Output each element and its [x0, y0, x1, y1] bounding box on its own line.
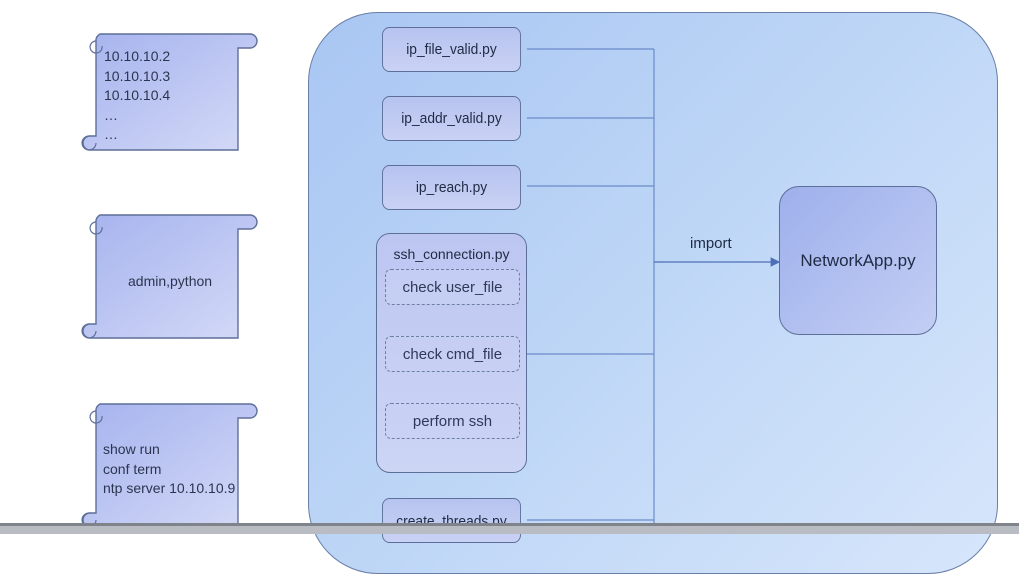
ip-line: 10.10.10.3 [104, 67, 171, 84]
step-label: perform ssh [412, 412, 493, 430]
ip-line: 10.10.10.4 [104, 87, 171, 103]
module-ip-reach: ip_reach.py [382, 165, 521, 210]
step-check-cmd-file: check cmd_file [385, 336, 520, 372]
scroll-shape [81, 33, 258, 151]
cmd-line: ntp server 10.10.10.9 [103, 480, 236, 496]
cmd-file-scroll: show run conf term ntp server 10.10.10.9 [80, 401, 258, 531]
connector-lines [527, 48, 781, 523]
module-label: ip_reach.py [415, 179, 488, 196]
module-label: ip_addr_valid.py [401, 110, 502, 127]
ip-list-scroll: 10.10.10.2 10.10.10.3 10.10.10.4 … … [80, 26, 258, 154]
module-ssh-connection: ssh_connection.py check user_file check … [376, 233, 527, 473]
bottom-scrollbar[interactable] [0, 523, 1019, 534]
step-label: check cmd_file [402, 345, 503, 363]
cmd-line: show run [103, 441, 160, 457]
ip-line: … [104, 106, 118, 123]
module-label: ip_file_valid.py [406, 41, 497, 58]
step-check-user-file: check user_file [385, 269, 520, 305]
module-ip-addr-valid: ip_addr_valid.py [382, 96, 521, 141]
network-app-label: NetworkApp.py [800, 250, 916, 270]
scroll-shape [81, 214, 258, 339]
import-label: import [690, 235, 732, 252]
ssh-connection-title: ssh_connection.py [393, 246, 510, 262]
ip-line: … [104, 126, 118, 142]
module-ip-file-valid: ip_file_valid.py [382, 27, 521, 72]
user-line: admin,python [128, 273, 213, 289]
step-label: check user_file [402, 278, 503, 296]
cmd-line: conf term [103, 460, 162, 477]
module-create-threads: create_threads.py [382, 498, 521, 543]
step-perform-ssh: perform ssh [385, 403, 520, 439]
ip-line: 10.10.10.2 [104, 48, 171, 64]
user-file-scroll: admin,python [80, 212, 258, 342]
network-app-box: NetworkApp.py [779, 186, 937, 335]
